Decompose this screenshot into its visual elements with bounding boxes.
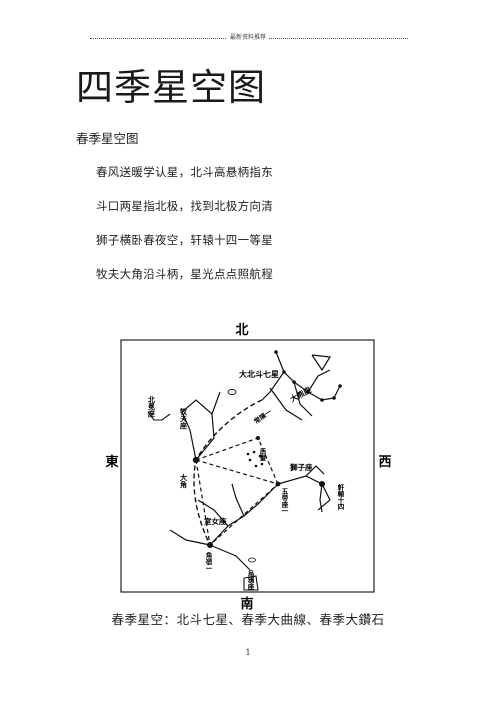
label-denebola: 五帝座一 — [280, 488, 289, 514]
direction-south: 南 — [240, 596, 253, 612]
corvus-marker — [248, 557, 256, 563]
corvus-lines — [243, 575, 259, 591]
poem-line: 牧夫大角沿斗柄，星光点点照航程 — [96, 267, 273, 281]
label-big-dipper: 大北斗七星 — [239, 369, 279, 379]
ursa-major-stars — [274, 350, 342, 402]
chart-caption: 春季星空：北斗七星、春季大曲線、春季大鑽石 — [111, 612, 385, 627]
poem-line: 春风送暖学认星，北斗高悬柄指东 — [96, 165, 273, 179]
label-leo: 獅子座 — [289, 462, 313, 472]
label-virgo: 室女座 — [204, 516, 227, 526]
label-corvus: 烏鴉座 — [246, 569, 255, 591]
virgo-lines — [169, 483, 279, 571]
direction-west: 西 — [378, 455, 391, 470]
polaris-marker — [227, 389, 237, 395]
chart-frame — [120, 339, 375, 593]
northern-crown-lines — [147, 411, 171, 421]
ursa-major-lines — [261, 351, 341, 421]
poem-line: 狮子横卧春夜空，轩辕十四一等星 — [96, 233, 273, 247]
label-arcturus: 大角 — [180, 473, 189, 489]
poem: 春风送暖学认星，北斗高悬柄指东 斗口两星指北极，找到北极方向清 狮子横卧春夜空，… — [96, 164, 273, 300]
direction-east: 東 — [105, 454, 118, 470]
section-subtitle: 春季星空图 — [76, 131, 139, 146]
page-number: 1 — [245, 648, 251, 657]
spica-star — [207, 542, 213, 548]
poem-line: 斗口两星指北极，找到北极方向清 — [96, 199, 273, 213]
running-header: 最新资料推荐 — [0, 33, 496, 43]
label-spica: 角宿一 — [204, 551, 212, 572]
regulus-star — [319, 481, 325, 487]
label-cor-caroli: 常陳一 — [252, 407, 274, 426]
label-bootes: 牧夫座 — [179, 407, 189, 430]
arcturus-star — [192, 456, 200, 464]
page-title: 四季星空图 — [76, 66, 266, 109]
spring-star-chart: 北 南 東 西 大北斗七星 大熊座 北冕座 牧夫座 大角 — [105, 323, 391, 612]
label-northern-crown: 北冕座 — [148, 395, 157, 418]
cor-caroli-star — [256, 436, 260, 440]
bootes-lines — [181, 391, 221, 461]
direction-north: 北 — [235, 323, 248, 338]
label-coma: 后髮 — [258, 447, 266, 463]
coma-stars — [246, 450, 264, 468]
label-regulus: 軒轅十四 — [336, 483, 344, 512]
